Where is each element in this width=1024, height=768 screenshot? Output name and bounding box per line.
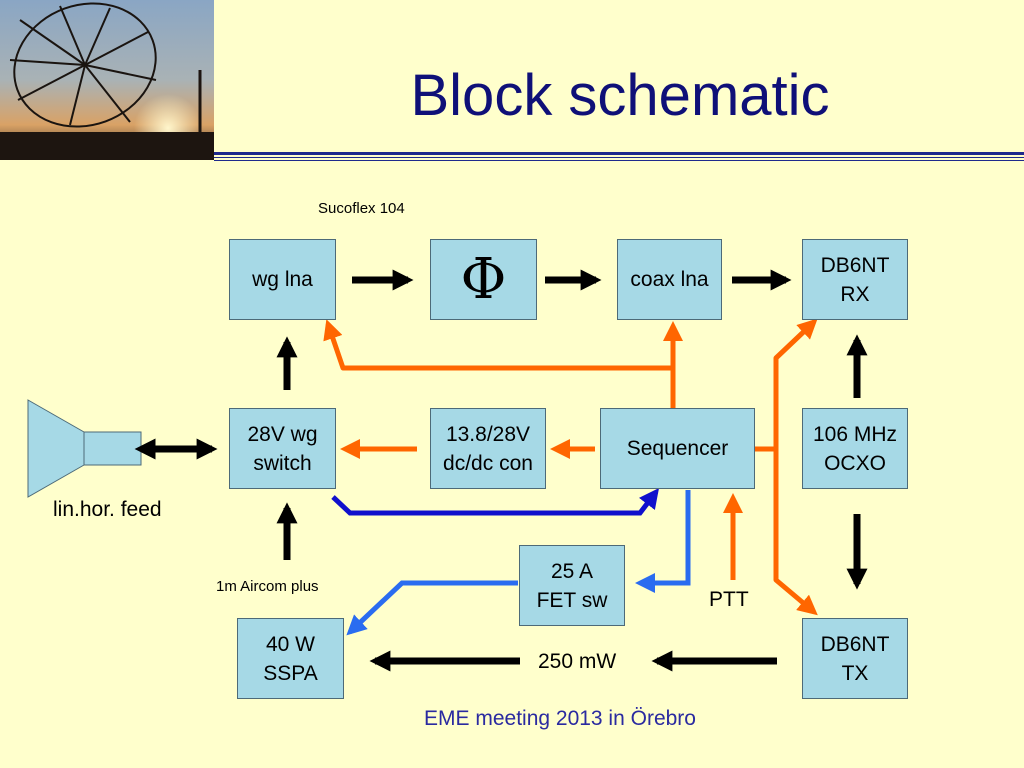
- horn-feed-icon: [27, 399, 142, 498]
- wire-seq-to-tx: [773, 449, 818, 616]
- ptt-label: PTT: [709, 588, 749, 611]
- db6nt-tx-block: DB6NT TX: [802, 618, 908, 699]
- title-underline-thin: [214, 157, 1024, 158]
- feed-label: lin.hor. feed: [53, 498, 162, 521]
- phase-shifter-block: Φ: [430, 239, 537, 320]
- page-title: Block schematic: [410, 63, 830, 128]
- sspa-block: 40 W SSPA: [237, 618, 344, 699]
- wire-fetsw-to-sspa: [346, 580, 518, 636]
- footer-caption: EME meeting 2013 in Örebro: [424, 707, 696, 730]
- wg-lna-block: wg lna: [229, 239, 336, 320]
- fet-switch-block: 25 A FET sw: [519, 545, 625, 626]
- wg-switch-block: 28V wg switch: [229, 408, 336, 489]
- phase-shifter-icon: Φ: [460, 246, 507, 312]
- wire-seq-to-rx: [754, 318, 818, 452]
- ocxo-block: 106 MHz OCXO: [802, 408, 908, 489]
- title-underline-thin-2: [214, 160, 1024, 161]
- wire-switch-to-seq: [331, 488, 660, 516]
- dcdc-converter-block: 13.8/28V dc/dc con: [430, 408, 546, 489]
- aircom-label: 1m Aircom plus: [216, 578, 319, 595]
- wire-seq-to-wglna: [323, 319, 676, 408]
- power-label: 250 mW: [538, 650, 617, 673]
- title-underline: [214, 152, 1024, 155]
- header-photo-dish: [0, 0, 214, 160]
- db6nt-rx-block: DB6NT RX: [802, 239, 908, 320]
- coax-lna-block: coax lna: [617, 239, 722, 320]
- sequencer-block: Sequencer: [600, 408, 755, 489]
- sucoflex-label: Sucoflex 104: [318, 200, 405, 217]
- wire-seq-to-fetsw: [635, 490, 691, 593]
